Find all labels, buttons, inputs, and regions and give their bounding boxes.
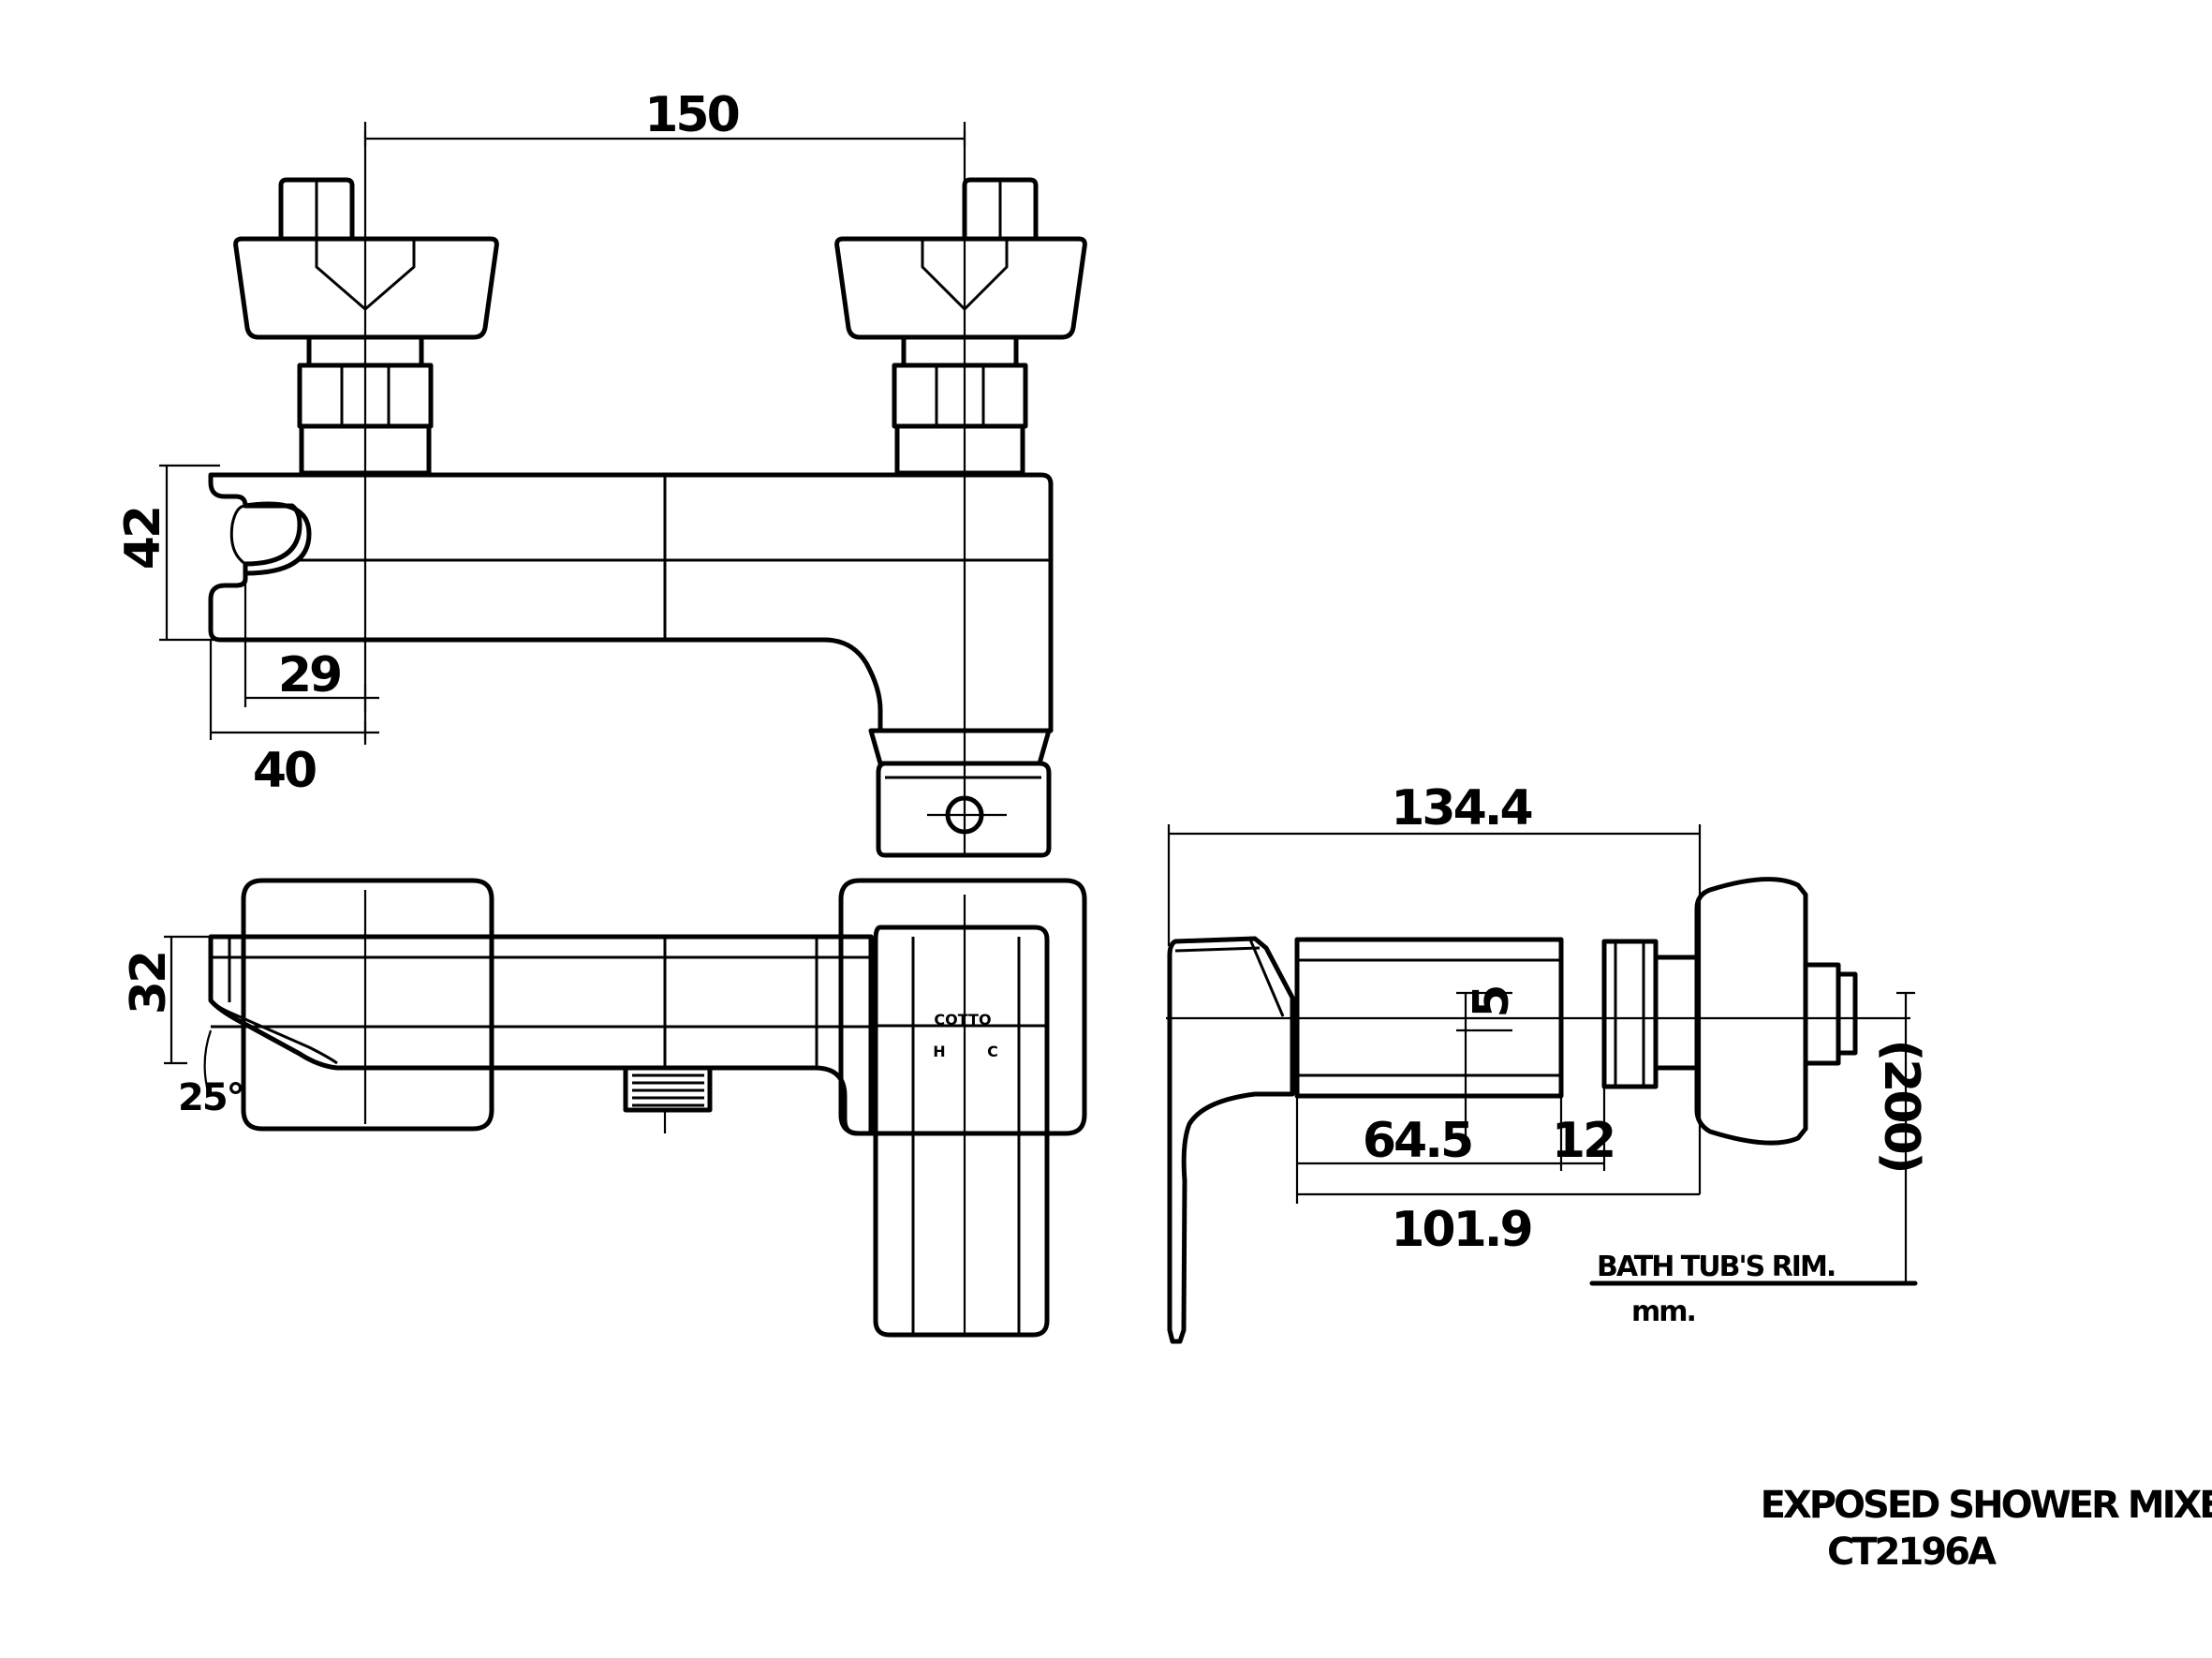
dim-side-length: 101.9 [1391,1202,1530,1258]
dim-front-angle: 25° [178,1076,243,1119]
top-view: 150 42 29 40 [115,87,1087,858]
thread-pattern [632,1073,704,1107]
side-view: 134.4 5 64.5 12 101.9 (200) BATH TUB'S R… [1166,780,1929,1344]
units-label: mm. [1631,1295,1695,1328]
title-line-2: CT2196A [1827,1531,1997,1574]
dim-side-height: (200) [1873,1039,1929,1171]
dim-front-height: 32 [121,953,177,1014]
dim-side-width: 134.4 [1391,780,1531,836]
dim-side-body: 64.5 [1363,1113,1471,1169]
title-line-1: EXPOSED SHOWER MIXER [1761,1484,2212,1527]
title-block: EXPOSED SHOWER MIXER CT2196A [1761,1484,2212,1574]
hot-label: H [933,1043,945,1060]
dim-side-nut: 12 [1552,1113,1614,1169]
cold-label: C [987,1043,998,1060]
brand-mark: COTTO [934,1011,991,1029]
dim-bracket-inner: 29 [278,647,340,703]
dim-side-offset: 5 [1464,986,1520,1017]
dim-bracket-outer: 40 [253,743,316,799]
dim-top-width: 150 [644,87,738,143]
dim-bracket-height: 42 [115,508,171,570]
bath-rim-label: BATH TUB'S RIM. [1597,1251,1835,1283]
front-view: COTTO H C 32 25° [121,878,1087,1338]
